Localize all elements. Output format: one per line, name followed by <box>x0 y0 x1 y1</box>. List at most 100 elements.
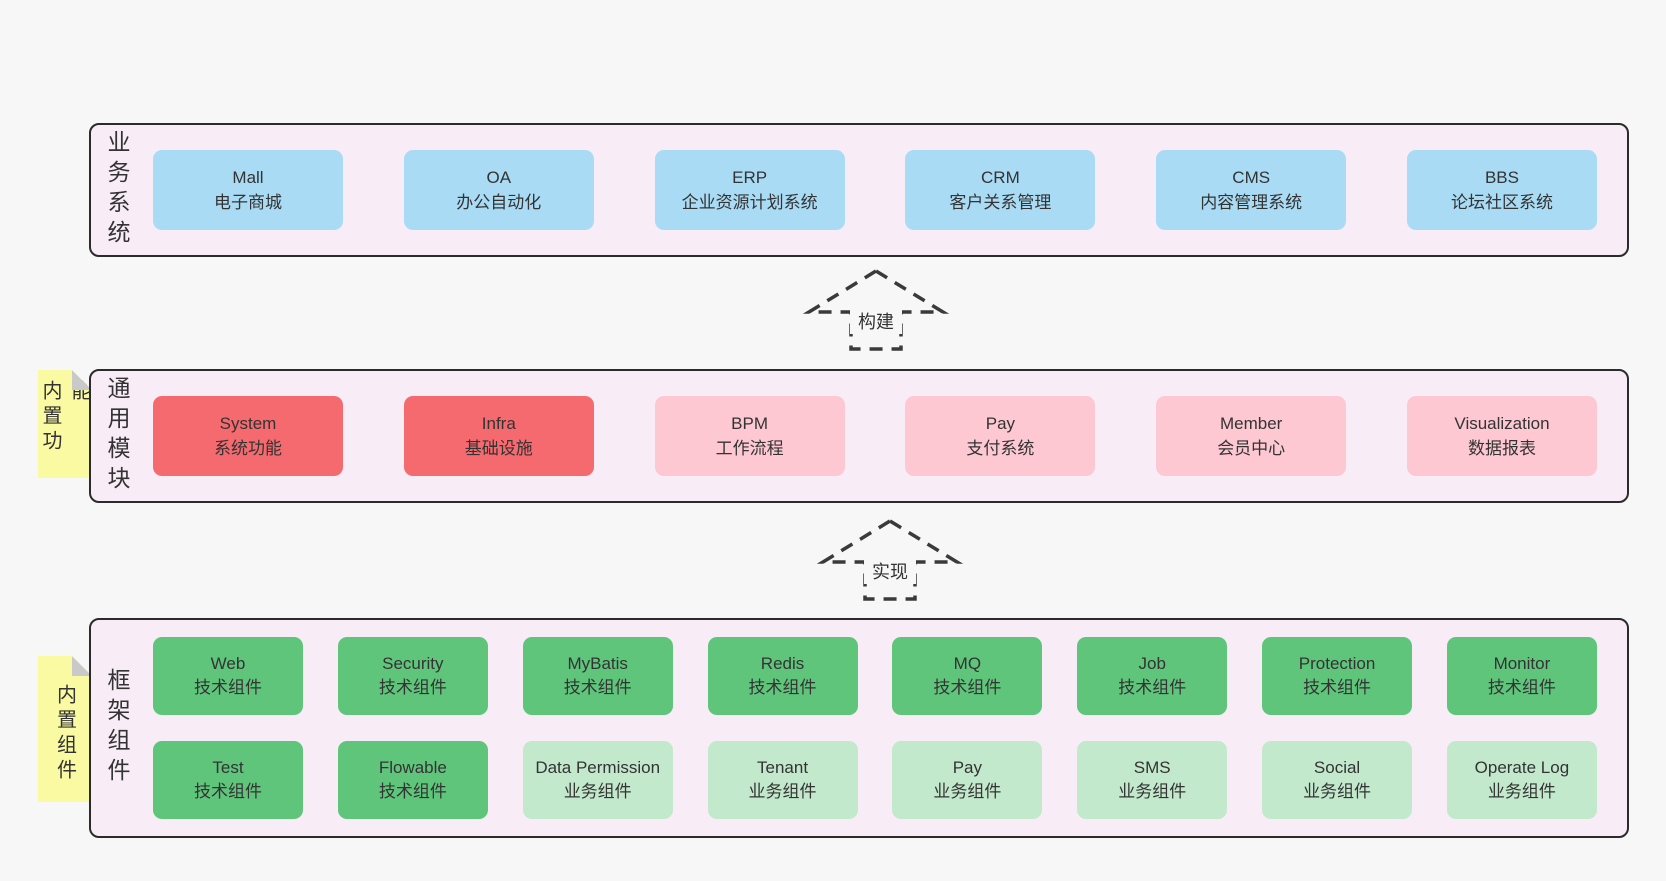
box-subtitle: 数据报表 <box>1467 439 1536 458</box>
box-title: CRM <box>981 168 1020 187</box>
section-framework-components: 框架组件 Web 技术组件 Security 技术组件 MyBatis 技术组件… <box>89 618 1629 838</box>
tag-text: 内置功能 <box>39 380 90 455</box>
box-pay-biz: Pay 业务组件 <box>892 741 1043 819</box>
box-title: CMS <box>1232 168 1271 187</box>
box-subtitle: 业务组件 <box>563 782 632 801</box>
box-mall: Mall 电子商城 <box>153 150 343 230</box>
box-subtitle: 技术组件 <box>194 782 262 801</box>
box-subtitle: 技术组件 <box>378 782 447 801</box>
box-security: Security 技术组件 <box>337 637 488 715</box>
box-title: Web <box>210 654 246 673</box>
box-title: Test <box>212 758 244 777</box>
box-subtitle: 业务组件 <box>1487 782 1556 801</box>
box-title: Redis <box>760 654 805 673</box>
common-boxes-row: System 系统功能 Infra 基础设施 BPM 工作流程 Pay 支付系统… <box>143 371 1627 501</box>
box-title: Tenant <box>757 758 809 777</box>
box-subtitle: 基础设施 <box>464 439 533 458</box>
business-boxes-row: Mall 电子商城 OA 办公自动化 ERP 企业资源计划系统 CRM 客户关系… <box>143 125 1627 255</box>
box-operate-log: Operate Log 业务组件 <box>1446 741 1597 819</box>
box-title: Protection <box>1298 654 1376 673</box>
box-subtitle: 业务组件 <box>1118 782 1187 801</box>
section-business-systems: 业务系统 Mall 电子商城 OA 办公自动化 ERP 企业资源计划系统 CRM… <box>89 123 1629 257</box>
box-subtitle: 系统功能 <box>214 439 282 458</box>
box-redis: Redis 技术组件 <box>707 637 858 715</box>
box-title: Pay <box>985 414 1016 433</box>
box-title: Operate Log <box>1474 758 1570 777</box>
box-subtitle: 客户关系管理 <box>949 193 1052 212</box>
box-title: MyBatis <box>567 654 628 673</box>
framework-row-2: Test 技术组件 Flowable 技术组件 Data Permission … <box>153 741 1597 819</box>
box-title: Monitor <box>1493 654 1551 673</box>
box-subtitle: 内容管理系统 <box>1200 193 1303 212</box>
box-subtitle: 技术组件 <box>563 678 632 697</box>
box-flowable: Flowable 技术组件 <box>337 741 488 819</box>
box-protection: Protection 技术组件 <box>1262 637 1413 715</box>
box-sms: SMS 业务组件 <box>1077 741 1228 819</box>
box-subtitle: 企业资源计划系统 <box>681 193 818 212</box>
box-title: Security <box>382 654 444 673</box>
box-pay: Pay 支付系统 <box>905 396 1096 476</box>
implement-arrow-icon: 实现 <box>816 518 964 601</box>
box-member: Member 会员中心 <box>1156 396 1347 476</box>
box-job: Job 技术组件 <box>1077 637 1228 715</box>
build-arrow-icon: 构建 <box>802 268 950 351</box>
arrow-label: 实现 <box>872 562 908 582</box>
section-label-framework: 框架组件 <box>91 620 143 836</box>
box-monitor: Monitor 技术组件 <box>1446 637 1597 715</box>
box-subtitle: 电子商城 <box>214 193 282 212</box>
box-title: BPM <box>731 414 769 433</box>
box-erp: ERP 企业资源计划系统 <box>654 150 845 230</box>
box-bbs: BBS 论坛社区系统 <box>1406 150 1597 230</box>
box-title: ERP <box>732 168 768 187</box>
section-label-text: 框架组件 <box>104 668 130 788</box>
box-subtitle: 技术组件 <box>1303 678 1372 697</box>
box-subtitle: 技术组件 <box>194 678 262 697</box>
framework-row-1: Web 技术组件 Security 技术组件 MyBatis 技术组件 Redi… <box>153 637 1597 715</box>
tag-text: 内置组件 <box>53 684 76 784</box>
section-label-text: 通用模块 <box>104 376 130 496</box>
box-test: Test 技术组件 <box>153 741 303 819</box>
box-subtitle: 业务组件 <box>933 782 1002 801</box>
box-subtitle: 支付系统 <box>966 439 1035 458</box>
box-oa: OA 办公自动化 <box>403 150 594 230</box>
box-bpm: BPM 工作流程 <box>654 396 845 476</box>
section-label-business: 业务系统 <box>91 125 143 255</box>
box-data-permission: Data Permission 业务组件 <box>522 741 673 819</box>
framework-boxes-grid: Web 技术组件 Security 技术组件 MyBatis 技术组件 Redi… <box>143 620 1627 836</box>
tag-built-in-components: 内置组件 <box>38 656 92 802</box>
box-mq: MQ 技术组件 <box>892 637 1043 715</box>
section-label-common: 通用模块 <box>91 371 143 501</box>
box-subtitle: 技术组件 <box>748 678 817 697</box>
box-title: MQ <box>953 654 982 673</box>
box-subtitle: 业务组件 <box>1303 782 1372 801</box>
box-subtitle: 业务组件 <box>748 782 817 801</box>
box-title: Visualization <box>1454 414 1550 433</box>
box-title: Member <box>1220 414 1283 433</box>
box-title: Social <box>1313 758 1361 777</box>
box-title: System <box>219 414 277 433</box>
tag-built-in-features: 内置功能 <box>38 370 92 478</box>
box-title: Data Permission <box>535 758 661 777</box>
box-system: System 系统功能 <box>153 396 343 476</box>
section-common-modules: 通用模块 System 系统功能 Infra 基础设施 BPM 工作流程 Pay… <box>89 369 1629 503</box>
box-subtitle: 会员中心 <box>1217 439 1286 458</box>
box-subtitle: 办公自动化 <box>456 193 542 212</box>
box-title: Mall <box>232 168 264 187</box>
box-cms: CMS 内容管理系统 <box>1156 150 1347 230</box>
box-visualization: Visualization 数据报表 <box>1406 396 1597 476</box>
box-subtitle: 技术组件 <box>1487 678 1556 697</box>
box-title: Job <box>1138 654 1166 673</box>
box-tenant: Tenant 业务组件 <box>707 741 858 819</box>
box-title: Pay <box>952 758 983 777</box>
box-subtitle: 工作流程 <box>715 439 784 458</box>
box-title: Flowable <box>378 758 447 777</box>
box-title: BBS <box>1484 168 1519 187</box>
box-web: Web 技术组件 <box>153 637 303 715</box>
box-subtitle: 技术组件 <box>1118 678 1187 697</box>
box-crm: CRM 客户关系管理 <box>905 150 1096 230</box>
box-title: SMS <box>1133 758 1171 777</box>
box-mybatis: MyBatis 技术组件 <box>522 637 673 715</box>
box-social: Social 业务组件 <box>1262 741 1413 819</box>
arrow-label: 构建 <box>858 312 894 332</box>
box-subtitle: 论坛社区系统 <box>1450 193 1553 212</box>
